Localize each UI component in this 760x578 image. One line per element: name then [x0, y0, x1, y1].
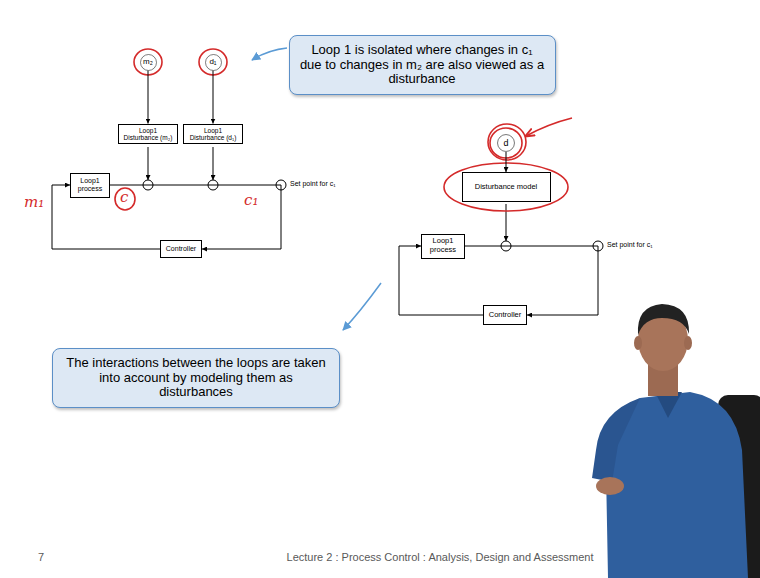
node-text: d: [503, 138, 508, 148]
circle-outline: [205, 54, 221, 70]
hands: [596, 477, 624, 495]
ear: [684, 336, 692, 350]
signal-connector: [399, 246, 483, 315]
circle-outline: [140, 54, 156, 70]
signal-line: [506, 204, 507, 241]
controller-box: Controller: [160, 240, 202, 258]
process-box: Loop1 process: [421, 234, 465, 259]
node-text: Loop1 process: [73, 177, 107, 193]
signal-connector: [52, 185, 160, 249]
signal-connector: [213, 71, 214, 124]
hair: [638, 304, 689, 335]
node-text: Loop1 Disturbance (m₂): [121, 127, 175, 142]
signal-connector: [110, 185, 281, 249]
input-signal: d: [497, 134, 515, 152]
signal-connector: [148, 71, 149, 124]
input-signal: d₁: [205, 54, 222, 71]
annotation-arrow: [526, 118, 572, 136]
node-text: m₂: [143, 57, 153, 66]
presenter-figure: [592, 304, 760, 578]
handwritten-note: c: [120, 189, 128, 206]
node-text: d₁: [209, 57, 216, 66]
circle-outline: [140, 54, 157, 71]
node-text: The interactions between the loops are t…: [63, 356, 329, 401]
callout-box: Loop 1 is isolated where changes in c₁ d…: [289, 35, 556, 96]
setpoint-label: Set point for c₁: [290, 180, 336, 188]
signal-line: [148, 147, 149, 180]
slide-number: 7: [38, 551, 44, 564]
disturbance-model-box: Disturbance model: [462, 172, 551, 202]
disturbance-box: Loop1 Disturbance (m₂): [118, 124, 178, 145]
disturbance-box: Loop1 Disturbance (d₁): [183, 124, 243, 145]
node-text: Disturbance model: [475, 183, 538, 192]
ear: [634, 336, 642, 350]
handwritten-note: m₁: [24, 194, 44, 211]
circle-outline: [497, 134, 515, 152]
node-text: Controller: [166, 245, 196, 253]
node-text: Loop 1 is isolated where changes in c₁ d…: [300, 43, 545, 88]
callout-arrow: [252, 48, 287, 60]
input-signal: m₂: [140, 54, 157, 71]
controller-box: Controller: [483, 305, 527, 325]
annotation-circle: [488, 124, 526, 160]
circle-outline: [498, 135, 515, 152]
process-box: Loop1 process: [70, 173, 110, 198]
node-text: Loop1 Disturbance (d₁): [186, 127, 240, 142]
setpoint-label: Set point for c₁: [607, 241, 653, 249]
footer-text: Lecture 2 : Process Control : Analysis, …: [287, 551, 594, 564]
signal-connector: [506, 152, 507, 172]
sleeve: [592, 398, 640, 482]
annotation-circle: [115, 188, 135, 210]
callout-arrow: [343, 283, 381, 330]
node-text: Loop1 process: [424, 237, 462, 254]
signal-connector: [465, 246, 598, 315]
handwritten-note: c₁: [244, 192, 258, 209]
node-text: Controller: [489, 311, 522, 320]
signal-line: [213, 147, 214, 180]
circle-outline: [205, 54, 222, 71]
callout-box: The interactions between the loops are t…: [52, 348, 340, 409]
